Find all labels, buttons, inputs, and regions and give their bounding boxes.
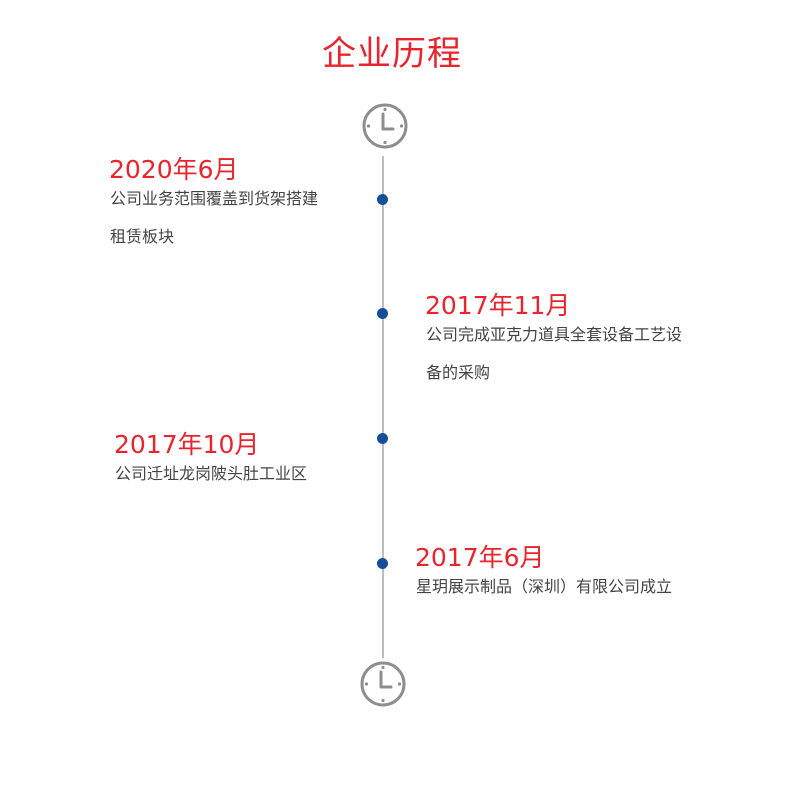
- event-date: 2017年11月: [425, 291, 571, 320]
- event-description: 公司业务范围覆盖到货架搭建 租赁板块: [110, 180, 370, 256]
- event-description-line: 公司迁址龙岗陂头肚工业区: [115, 464, 308, 483]
- event-description-line: 租赁板块: [110, 227, 175, 246]
- page-title: 企业历程: [322, 34, 462, 74]
- event-date: 2017年10月: [114, 430, 260, 459]
- timeline-dot: [377, 194, 388, 205]
- event-description-line: 公司业务范围覆盖到货架搭建: [110, 189, 319, 208]
- event-date: 2017年6月: [415, 543, 545, 572]
- event-description: 公司完成亚克力道具全套设备工艺设 备的采购: [426, 316, 746, 392]
- event-description-line: 公司完成亚克力道具全套设备工艺设: [426, 325, 683, 344]
- event-description: 公司迁址龙岗陂头肚工业区: [115, 455, 375, 493]
- timeline-dot: [377, 308, 388, 319]
- timeline-dot: [377, 433, 388, 444]
- timeline-axis: [382, 156, 384, 658]
- clock-icon: [360, 661, 406, 707]
- event-description: 星玥展示制品（深圳）有限公司成立: [416, 568, 756, 606]
- event-description-line: 备的采购: [426, 363, 491, 382]
- timeline-dot: [377, 558, 388, 569]
- event-date: 2020年6月: [109, 155, 239, 184]
- clock-icon: [362, 103, 408, 149]
- event-description-line: 星玥展示制品（深圳）有限公司成立: [416, 577, 673, 596]
